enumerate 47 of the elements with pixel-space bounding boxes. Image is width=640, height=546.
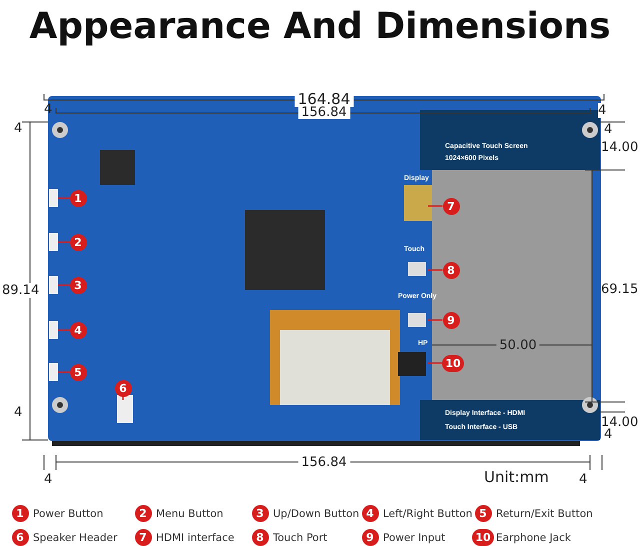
legend-text: Touch Port [273, 533, 328, 544]
callout-number: 8 [252, 528, 268, 546]
dimension-label: 156.84 [298, 106, 350, 119]
dimension-label: 4 [604, 123, 612, 136]
callout-number: 3 [252, 504, 268, 522]
dimension-label: 14.00 [601, 141, 638, 154]
dimension-label: 50.00 [496, 339, 540, 352]
dimension-label: 164.84 [294, 92, 354, 107]
legend-text: Menu Button [156, 509, 224, 520]
dimension-label: 4 [579, 473, 588, 486]
legend-text: HDMI interface [156, 533, 234, 544]
callout-number: 4 [362, 504, 378, 522]
dimension-label: 4 [14, 406, 22, 419]
dimension-label: 89.14 [2, 283, 40, 298]
callout-number: 1 [12, 504, 28, 522]
dimension-label: 4 [604, 428, 612, 441]
dimension-label: 4 [44, 103, 52, 116]
leader-line [428, 269, 442, 271]
callout-number: 5 [474, 504, 492, 522]
leader-line [58, 284, 70, 286]
callout-number: 7 [134, 528, 152, 546]
legend-text: Up/Down Button [273, 509, 360, 520]
unit-label: Unit:mm [484, 470, 549, 485]
legend-text: Power Input [383, 533, 446, 544]
leader-line [58, 241, 70, 243]
dimension-label: 4 [598, 103, 606, 118]
callout-number: 6 [12, 528, 28, 546]
callout-number: 10 [472, 528, 494, 546]
leader-line [58, 197, 70, 199]
legend-text: Left/Right Button [383, 509, 472, 520]
leader-line [428, 319, 442, 321]
callout-number: 2 [134, 504, 152, 522]
dimension-label: 69.15 [601, 283, 638, 296]
legend-text: Return/Exit Button [496, 509, 593, 520]
dimension-label: 4 [14, 122, 22, 135]
legend-text: Earphone Jack [496, 533, 571, 544]
legend-text: Power Button [33, 509, 104, 520]
leader-line [428, 205, 442, 207]
dimension-label: 156.84 [298, 456, 350, 469]
callout-number: 9 [362, 528, 378, 546]
title: Appearance And Dimensions [28, 6, 612, 47]
dimension-label: 14.00 [601, 416, 638, 429]
legend-text: Speaker Header [33, 533, 118, 544]
leader-line [428, 362, 442, 364]
dimension-label: 4 [44, 473, 52, 486]
leader-line [58, 371, 70, 373]
leader-line [58, 329, 70, 331]
